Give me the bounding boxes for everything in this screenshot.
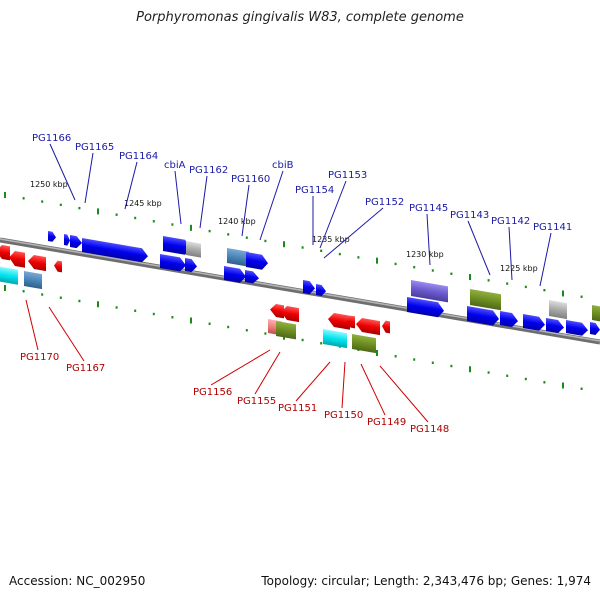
reverse-gene-label[interactable]: PG1170 — [20, 352, 59, 363]
forward-gene-arrow[interactable] — [246, 252, 268, 271]
reverse-gene-arrow[interactable] — [382, 320, 390, 334]
scale-ticks — [4, 192, 583, 390]
forward-gene-arrow[interactable] — [467, 306, 499, 326]
gene-block[interactable] — [411, 280, 448, 303]
leader-line — [199, 175, 208, 229]
leader-line — [539, 232, 552, 287]
forward-gene-arrow[interactable] — [566, 320, 588, 337]
gene-block[interactable] — [323, 329, 347, 349]
forward-gene-label[interactable]: PG1141 — [533, 222, 572, 233]
leader-line — [210, 349, 271, 386]
kbp-label: 1250 kbp — [30, 180, 68, 189]
leader-line — [426, 213, 431, 266]
forward-gene-arrow[interactable] — [303, 280, 315, 295]
genome-stats-label: Topology: circular; Length: 2,343,476 bp… — [261, 574, 591, 588]
reverse-gene-arrow[interactable] — [0, 244, 10, 261]
reverse-gene-arrow[interactable] — [347, 315, 355, 329]
forward-gene-arrow[interactable] — [590, 322, 600, 336]
gene-block[interactable] — [352, 334, 376, 354]
forward-gene-label[interactable]: cbiA — [164, 160, 186, 171]
gene-block[interactable] — [276, 321, 296, 340]
leader-line — [124, 161, 138, 210]
forward-gene-label[interactable]: PG1152 — [365, 197, 404, 208]
forward-gene-label[interactable]: PG1154 — [295, 185, 334, 196]
forward-gene-arrow[interactable] — [523, 314, 545, 332]
kbp-label: 1245 kbp — [124, 199, 162, 208]
leader-line — [467, 220, 491, 276]
forward-gene-arrow[interactable] — [245, 270, 259, 284]
forward-gene-arrow[interactable] — [500, 311, 518, 328]
reverse-gene-label[interactable]: PG1151 — [278, 403, 317, 414]
gene-block[interactable] — [470, 289, 501, 311]
forward-gene-label[interactable]: PG1143 — [450, 210, 489, 221]
leader-line — [241, 184, 250, 237]
kbp-label: 1230 kbp — [406, 250, 444, 259]
reverse-gene-label[interactable]: PG1155 — [237, 396, 276, 407]
forward-gene-label[interactable]: PG1162 — [189, 165, 228, 176]
forward-gene-arrow[interactable] — [316, 284, 326, 297]
forward-gene-arrow[interactable] — [224, 266, 246, 284]
gene-block[interactable] — [186, 241, 201, 258]
leader-line — [341, 361, 346, 409]
forward-gene-arrow[interactable] — [70, 235, 82, 249]
leader-line — [48, 306, 85, 362]
reverse-gene-arrow[interactable] — [9, 250, 25, 268]
leader-line — [25, 299, 39, 351]
forward-gene-arrow[interactable] — [546, 318, 564, 334]
leader-line — [360, 363, 386, 416]
reverse-gene-arrow[interactable] — [54, 260, 62, 273]
forward-gene-label[interactable]: PG1166 — [32, 133, 71, 144]
forward-gene-label[interactable]: PG1153 — [328, 170, 367, 181]
reverse-gene-arrow[interactable] — [281, 305, 299, 323]
gene-block[interactable] — [227, 248, 249, 267]
reverse-gene-arrow[interactable] — [28, 254, 46, 272]
reverse-gene-label[interactable]: PG1148 — [410, 424, 449, 435]
reverse-gene-label[interactable]: PG1150 — [324, 410, 363, 421]
forward-gene-arrow[interactable] — [407, 297, 444, 318]
leader-line — [323, 207, 384, 259]
leader-line — [254, 351, 281, 395]
forward-gene-label[interactable]: PG1160 — [231, 174, 270, 185]
forward-gene-label[interactable]: PG1142 — [491, 216, 530, 227]
kbp-label: 1235 kbp — [312, 235, 350, 244]
gene-label-leader-lines — [25, 143, 552, 423]
leader-line — [84, 152, 94, 204]
reverse-gene-arrow[interactable] — [270, 303, 284, 319]
reverse-gene-arrow[interactable] — [356, 317, 380, 336]
forward-gene-label[interactable]: cbiB — [272, 160, 294, 171]
reverse-gene-label[interactable]: PG1156 — [193, 387, 232, 398]
reverse-gene-arrow[interactable] — [328, 312, 350, 330]
forward-gene-label[interactable]: PG1165 — [75, 142, 114, 153]
leader-line — [508, 226, 513, 281]
leader-line — [319, 180, 347, 249]
leader-line — [259, 170, 284, 241]
forward-gene-arrow[interactable] — [64, 234, 70, 246]
gene-block[interactable] — [549, 300, 567, 320]
gene-block[interactable] — [24, 271, 42, 290]
reverse-gene-label[interactable]: PG1149 — [367, 417, 406, 428]
forward-gene-label[interactable]: PG1164 — [119, 151, 158, 162]
forward-gene-arrow[interactable] — [48, 231, 56, 242]
gene-features — [0, 231, 600, 354]
accession-label: Accession: NC_002950 — [9, 574, 146, 588]
kbp-label: 1240 kbp — [218, 217, 256, 226]
leader-line — [49, 143, 76, 201]
forward-gene-arrow[interactable] — [163, 236, 191, 256]
kbp-label: 1225 kbp — [500, 264, 538, 273]
forward-gene-arrow[interactable] — [82, 238, 148, 263]
forward-gene-arrow[interactable] — [185, 258, 197, 273]
leader-line — [379, 365, 429, 423]
reverse-gene-label[interactable]: PG1167 — [66, 363, 105, 374]
map-title: Porphyromonas gingivalis W83, complete g… — [136, 10, 464, 25]
leader-line — [295, 361, 331, 402]
leader-line — [174, 170, 182, 225]
kbp-scale-labels: 1250 kbp 1245 kbp 1240 kbp 1235 kbp 1230 kbp… — [30, 180, 538, 273]
gene-block[interactable] — [0, 266, 18, 285]
forward-gene-label[interactable]: PG1145 — [409, 203, 448, 214]
gene-block[interactable] — [592, 305, 600, 322]
forward-gene-arrow[interactable] — [160, 254, 186, 272]
